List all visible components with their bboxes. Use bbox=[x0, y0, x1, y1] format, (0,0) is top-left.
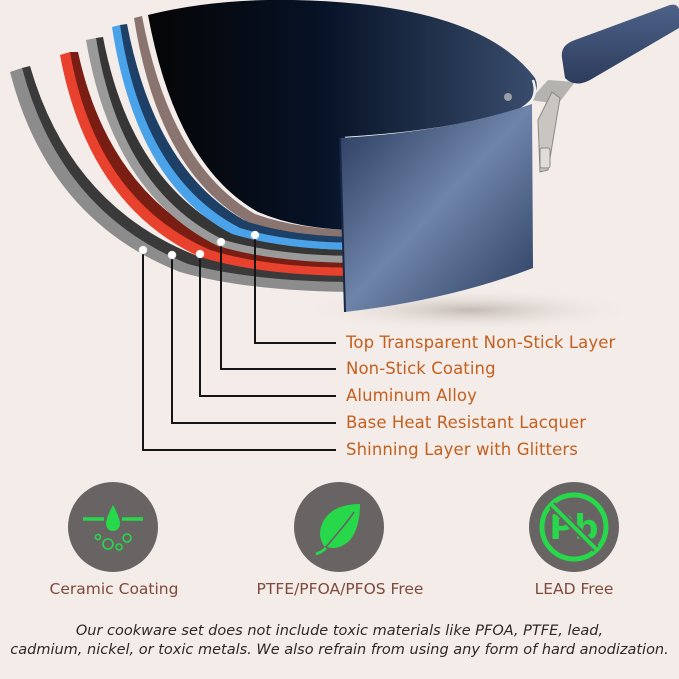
pan-outer-wall bbox=[340, 104, 533, 312]
leader-dot-top-transparent bbox=[250, 230, 260, 240]
pan-wall-edge bbox=[339, 137, 346, 313]
layer-label-shinning-layer: Shinning Layer with Glitters bbox=[346, 440, 578, 459]
layer-label-non-stick-coating: Non-Stick Coating bbox=[346, 359, 496, 378]
leader-dot-aluminum bbox=[195, 249, 205, 259]
pan-interior bbox=[148, 0, 537, 230]
ceramic-drop-icon bbox=[83, 505, 143, 551]
pan-handle bbox=[530, 4, 679, 173]
lead-free-label: LEAD Free bbox=[534, 580, 614, 598]
disclaimer-line-2: cadmium, nickel, or toxic metals. We als… bbox=[10, 642, 669, 658]
no-lead-pb-icon: Pb bbox=[539, 492, 609, 562]
ceramic-coating-badge bbox=[68, 482, 158, 572]
layer-label-base-lacquer: Base Heat Resistant Lacquer bbox=[346, 413, 587, 432]
rivet bbox=[504, 93, 512, 101]
leader-dot-non-stick bbox=[216, 237, 226, 247]
layer-label-aluminum-alloy: Aluminum Alloy bbox=[346, 386, 477, 405]
layer-label-top-transparent: Top Transparent Non-Stick Layer bbox=[346, 333, 616, 352]
leader-lines bbox=[142, 235, 336, 451]
leaf-icon bbox=[315, 504, 360, 556]
pan-cross-section-illustration bbox=[10, 0, 679, 451]
ptfe-free-label: PTFE/PFOA/PFOS Free bbox=[256, 580, 424, 598]
lead-free-badge: Pb bbox=[529, 482, 619, 572]
leader-dot-lacquer bbox=[167, 250, 177, 260]
leader-dot-shinning bbox=[138, 245, 148, 255]
ceramic-coating-label: Ceramic Coating bbox=[49, 580, 179, 598]
ptfe-free-badge bbox=[294, 482, 384, 572]
disclaimer-line-1: Our cookware set does not include toxic … bbox=[75, 623, 604, 639]
